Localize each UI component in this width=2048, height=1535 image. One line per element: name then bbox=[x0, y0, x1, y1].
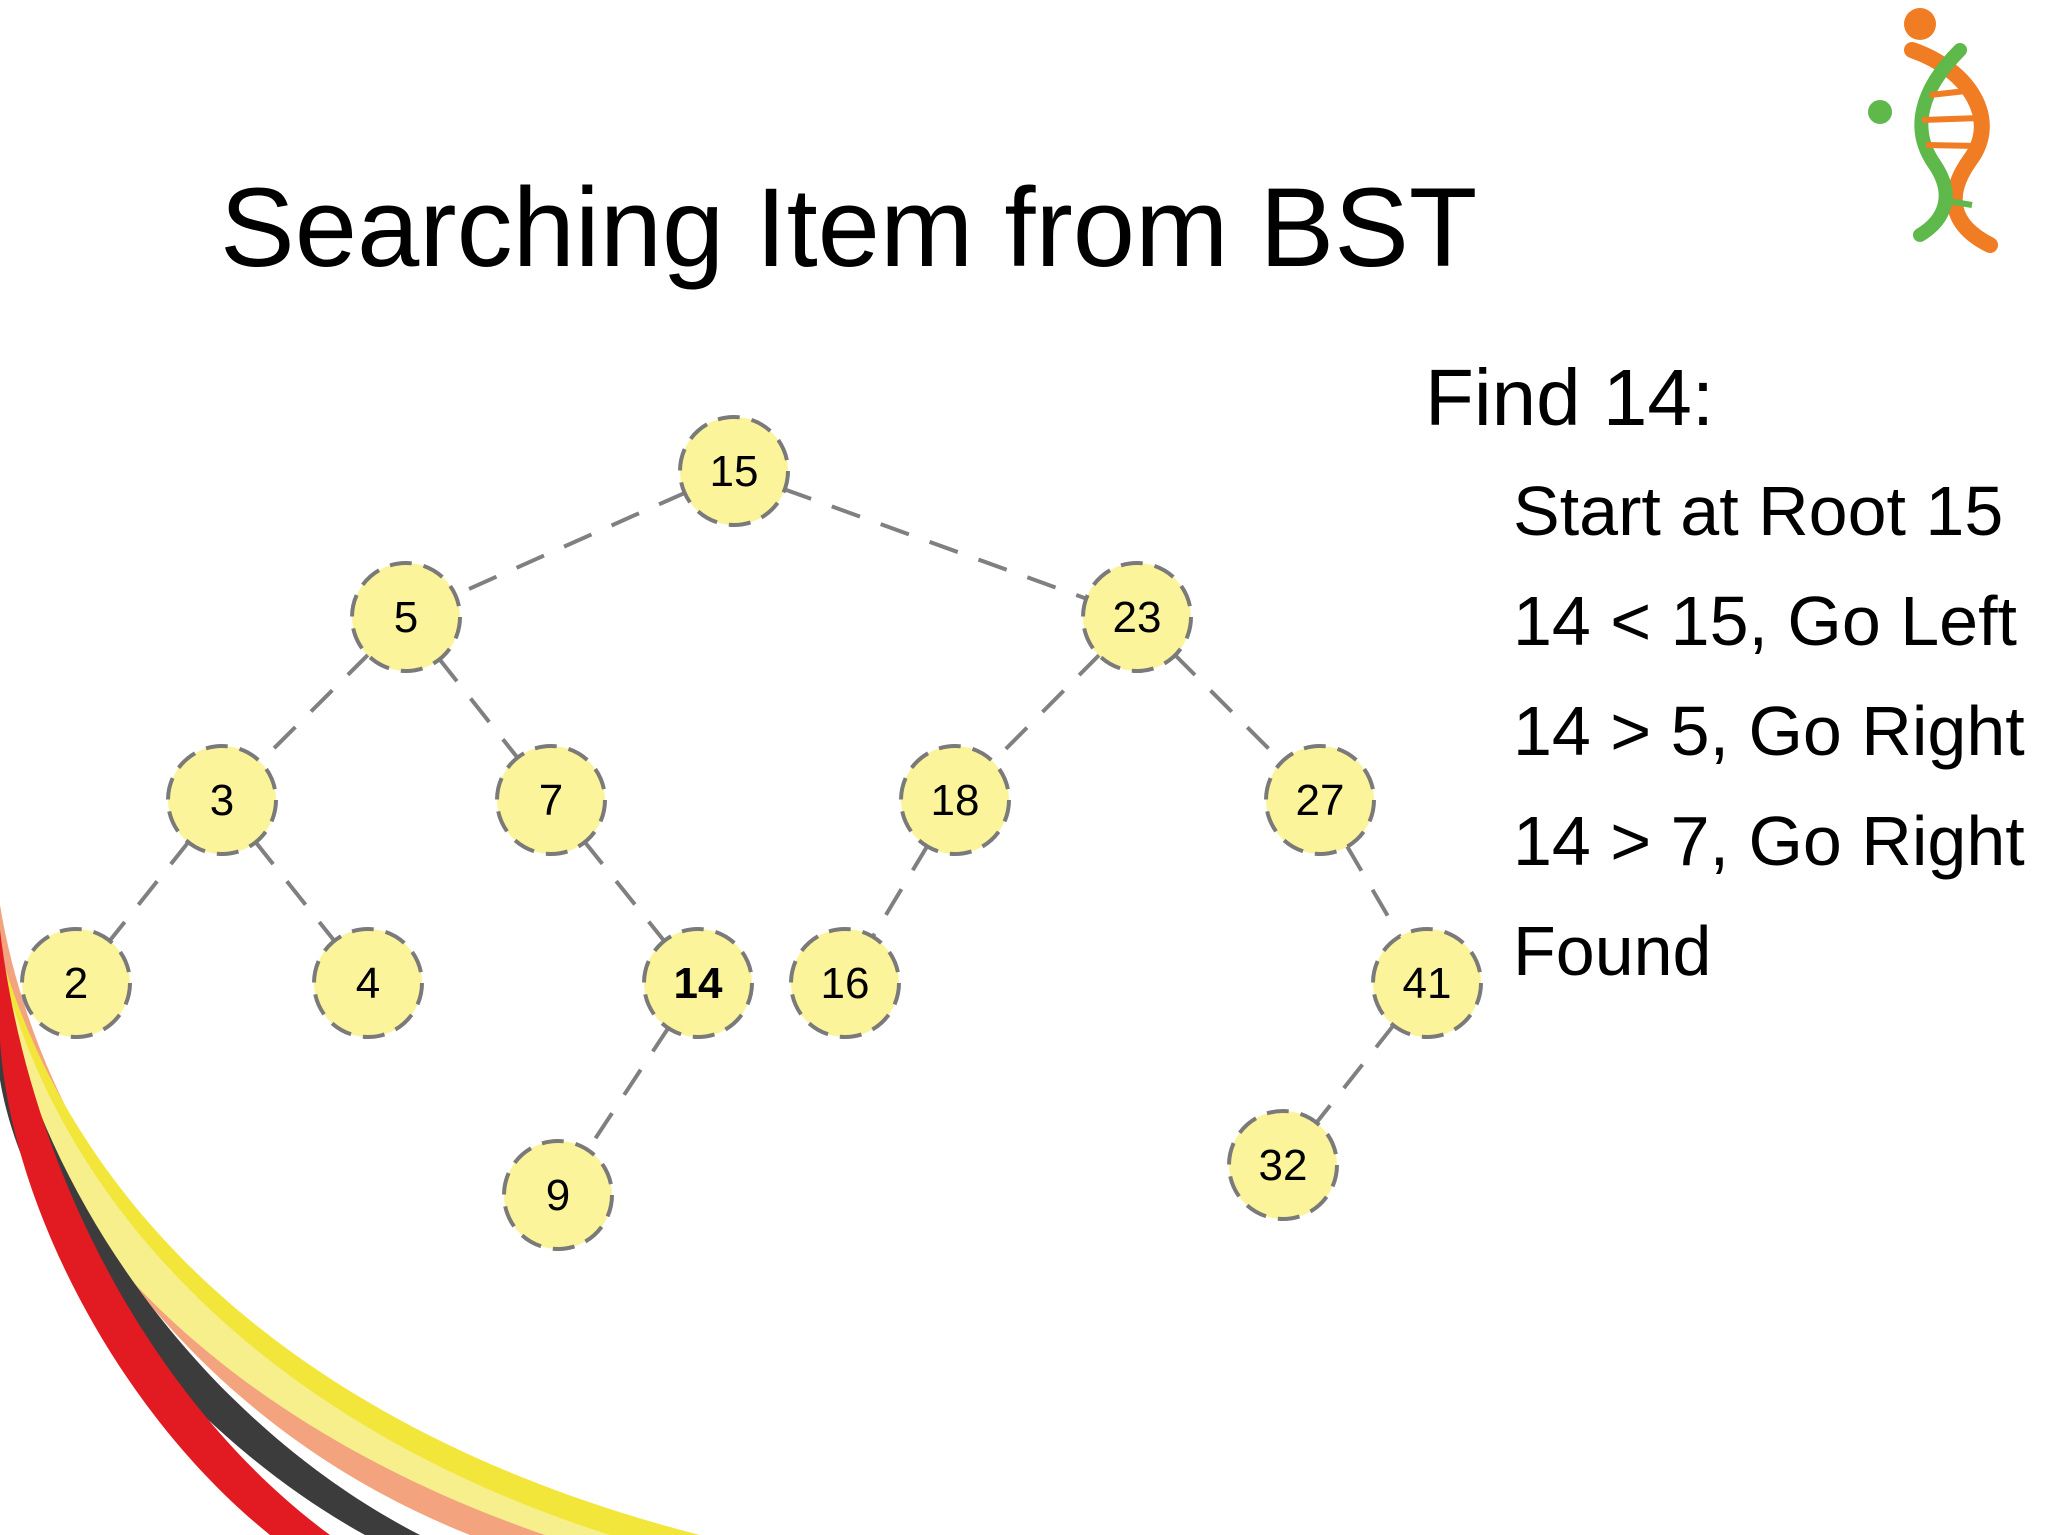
tree-node-5: 5 bbox=[352, 563, 460, 671]
node-label: 7 bbox=[539, 776, 563, 825]
search-steps: Find 14: Start at Root 15 14 < 15, Go Le… bbox=[1425, 352, 2045, 1006]
node-label: 3 bbox=[210, 776, 234, 825]
tree-node-27: 27 bbox=[1266, 746, 1374, 854]
node-label: 27 bbox=[1296, 776, 1345, 825]
tree-node-32: 32 bbox=[1229, 1111, 1337, 1219]
step-item: Start at Root 15 bbox=[1513, 456, 2045, 566]
tree-edge-15-23 bbox=[734, 471, 1137, 617]
step-item: 14 < 15, Go Left bbox=[1513, 566, 2045, 676]
tree-node-4: 4 bbox=[314, 929, 422, 1037]
steps-heading: Find 14: bbox=[1425, 352, 2045, 444]
tree-node-7: 7 bbox=[497, 746, 605, 854]
node-label: 32 bbox=[1259, 1141, 1308, 1190]
steps-list: Start at Root 15 14 < 15, Go Left 14 > 5… bbox=[1425, 456, 2045, 1006]
tree-node-16: 16 bbox=[791, 929, 899, 1037]
step-item: 14 > 5, Go Right bbox=[1513, 676, 2045, 786]
edges-layer bbox=[76, 471, 1427, 1195]
node-label: 4 bbox=[356, 959, 380, 1008]
tree-node-9: 9 bbox=[504, 1141, 612, 1249]
step-item: 14 > 7, Go Right bbox=[1513, 786, 2045, 896]
node-label: 9 bbox=[546, 1171, 570, 1220]
node-label: 2 bbox=[64, 959, 88, 1008]
tree-node-2: 2 bbox=[22, 929, 130, 1037]
tree-node-14: 14 bbox=[644, 929, 752, 1037]
tree-node-18: 18 bbox=[901, 746, 1009, 854]
node-label: 18 bbox=[931, 776, 980, 825]
node-label: 23 bbox=[1113, 593, 1162, 642]
node-label: 16 bbox=[821, 959, 870, 1008]
tree-node-15: 15 bbox=[680, 417, 788, 525]
step-item: Found bbox=[1513, 896, 2045, 1006]
node-label: 15 bbox=[710, 447, 759, 496]
node-label: 5 bbox=[394, 593, 418, 642]
tree-node-23: 23 bbox=[1083, 563, 1191, 671]
tree-node-3: 3 bbox=[168, 746, 276, 854]
node-label: 14 bbox=[674, 959, 723, 1008]
